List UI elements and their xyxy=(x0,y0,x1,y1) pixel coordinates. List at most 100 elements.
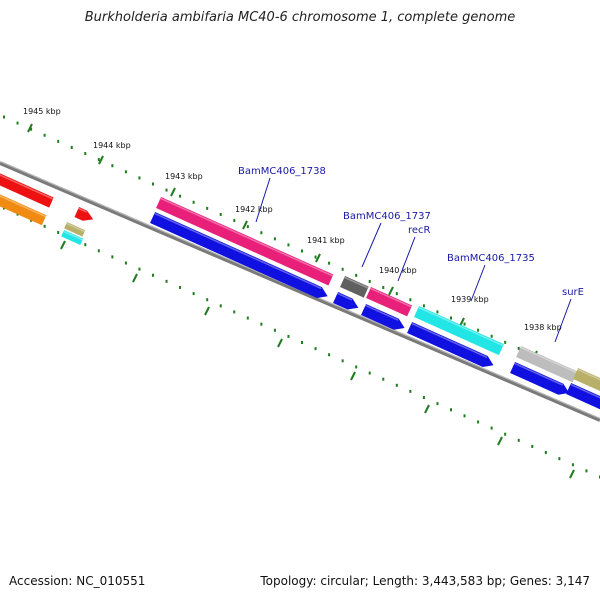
gene-bar-khaki-right-fill xyxy=(573,368,600,392)
ruler-minor-tick xyxy=(84,152,87,156)
gene-bar-khaki-small[interactable] xyxy=(64,222,86,237)
ruler-minor-tick-lower xyxy=(450,408,452,412)
ruler-major-tick-lower xyxy=(497,436,503,446)
gene-bar-red[interactable] xyxy=(0,168,54,208)
ruler-minor-tick xyxy=(314,255,317,259)
gene-bar-orange[interactable] xyxy=(0,189,47,226)
gene-bar-BamMC406_1738[interactable] xyxy=(156,197,334,286)
ruler-minor-tick-lower xyxy=(585,469,588,473)
gene-label[interactable]: BamMC406_1735 xyxy=(447,253,535,264)
gene-bar-red-small-shine xyxy=(78,207,87,213)
gene-label[interactable]: recR xyxy=(408,225,431,236)
ruler-minor-tick xyxy=(273,237,276,241)
ruler-minor-tick xyxy=(409,298,412,302)
cds-bar-right[interactable] xyxy=(566,383,600,410)
gene-label[interactable]: surE xyxy=(562,287,584,298)
ruler-minor-tick-lower xyxy=(165,279,168,283)
gene-bar-red-small[interactable] xyxy=(74,207,94,221)
ruler-minor-tick xyxy=(287,243,290,247)
gene-bar-BamMC406_1737[interactable] xyxy=(340,276,369,298)
cds-bar-surE-shine xyxy=(514,362,564,386)
ruler-minor-tick xyxy=(97,158,100,162)
ruler-minor-tick-lower xyxy=(544,451,547,455)
ruler-minor-tick-lower xyxy=(463,414,466,418)
gene-bar-cyan-small-shine xyxy=(63,230,83,241)
cds-bar-BamMC406_1737-fill xyxy=(333,292,359,310)
ruler-minor-tick xyxy=(57,139,60,143)
ruler-minor-tick xyxy=(165,188,168,192)
ruler-major-tick xyxy=(459,317,465,327)
ruler-minor-tick-lower xyxy=(341,359,344,363)
ruler-minor-tick-lower xyxy=(233,310,236,314)
gene-bar-recR[interactable] xyxy=(366,287,413,317)
gene-bar-cyan-small[interactable] xyxy=(61,230,84,246)
ruler-major-tick xyxy=(98,155,104,165)
ruler-minor-tick-lower xyxy=(111,255,114,259)
gene-bar-khaki-right[interactable] xyxy=(573,368,600,395)
gene-bar-orange-shine xyxy=(0,195,47,218)
ruler-minor-tick-lower xyxy=(301,341,303,344)
ruler-minor-tick xyxy=(490,334,493,338)
gene-label[interactable]: BamMC406_1737 xyxy=(343,211,431,222)
ruler-minor-tick xyxy=(382,286,385,290)
gene-label[interactable]: BamMC406_1738 xyxy=(238,166,326,177)
ruler-tick-label: 1943 kbp xyxy=(165,172,203,181)
cds-bar-right-fill xyxy=(566,383,600,410)
ruler-tick-label: 1940 kbp xyxy=(379,266,417,275)
ruler-minor-tick-lower xyxy=(260,322,263,326)
gene-bar-red-small-fill xyxy=(74,207,94,221)
map-title: Burkholderia ambifaria MC40-6 chromosome… xyxy=(84,10,516,25)
ruler-minor-tick xyxy=(152,182,154,186)
ruler-minor-tick xyxy=(246,225,249,229)
cds-bar-BamMC406_1737[interactable] xyxy=(333,292,359,310)
gene-label-leader xyxy=(470,264,486,302)
ruler-major-tick-lower xyxy=(60,240,66,250)
ruler-minor-tick-lower xyxy=(395,383,398,387)
gene-bar-BamMC406_1737-fill xyxy=(340,276,369,298)
ruler-major-tick-lower xyxy=(277,338,283,348)
cds-bar-surE[interactable] xyxy=(510,362,570,395)
gene-bar-orange-fill xyxy=(0,194,47,226)
gene-label-leader xyxy=(554,298,572,343)
gene-bar-BamMC406_1735[interactable] xyxy=(414,306,504,356)
gene-bar-BamMC406_1738-shine xyxy=(160,197,334,277)
gene-bar-khaki-right-shine xyxy=(577,368,600,381)
ruler-tick-label: 1941 kbp xyxy=(307,236,345,245)
ruler-minor-tick xyxy=(517,346,520,350)
ruler-minor-tick-lower xyxy=(206,298,209,302)
ruler-minor-tick-lower xyxy=(328,353,331,357)
cds-bar-BamMC406_1738[interactable] xyxy=(150,212,328,299)
gene-bar-surE-shine xyxy=(520,346,578,374)
ruler-tick-label: 1938 kbp xyxy=(524,323,562,332)
ruler-major-tick-lower xyxy=(424,404,430,414)
ruler-minor-tick xyxy=(30,127,33,131)
ruler-minor-tick-lower xyxy=(219,304,222,308)
gene-bar-cyan-small-fill xyxy=(61,230,84,246)
ruler-minor-tick-lower xyxy=(43,224,46,228)
cds-bar-BamMC406_1738-shine xyxy=(154,212,322,290)
gene-label-leader xyxy=(397,236,416,282)
cds-bar-BamMC406_1735-fill xyxy=(407,322,494,368)
ruler-minor-tick xyxy=(219,212,222,216)
ruler-minor-tick-lower xyxy=(490,426,493,430)
ruler-minor-tick-lower xyxy=(138,267,141,271)
ruler-minor-tick xyxy=(260,231,263,235)
cds-bar-recR-shine xyxy=(365,304,399,321)
ruler-major-tick xyxy=(388,286,394,296)
cds-bar-BamMC406_1735[interactable] xyxy=(407,322,494,368)
gene-bar-surE[interactable] xyxy=(516,346,578,383)
gene-bar-recR-shine xyxy=(370,287,412,308)
cds-bar-recR[interactable] xyxy=(361,304,405,330)
ruler-minor-tick-lower xyxy=(558,457,561,461)
ruler-minor-tick xyxy=(138,176,141,180)
cds-bar-surE-fill xyxy=(510,362,570,395)
ruler-major-tick-lower xyxy=(569,469,575,479)
ruler-major-tick xyxy=(170,187,176,197)
ruler-minor-tick xyxy=(355,273,358,277)
ruler-minor-tick-lower xyxy=(436,402,439,406)
ruler-minor-tick xyxy=(436,310,439,314)
cds-bar-recR-fill xyxy=(361,304,405,330)
ruler-minor-tick-lower xyxy=(179,285,182,289)
gene-bar-recR-fill xyxy=(366,287,413,317)
